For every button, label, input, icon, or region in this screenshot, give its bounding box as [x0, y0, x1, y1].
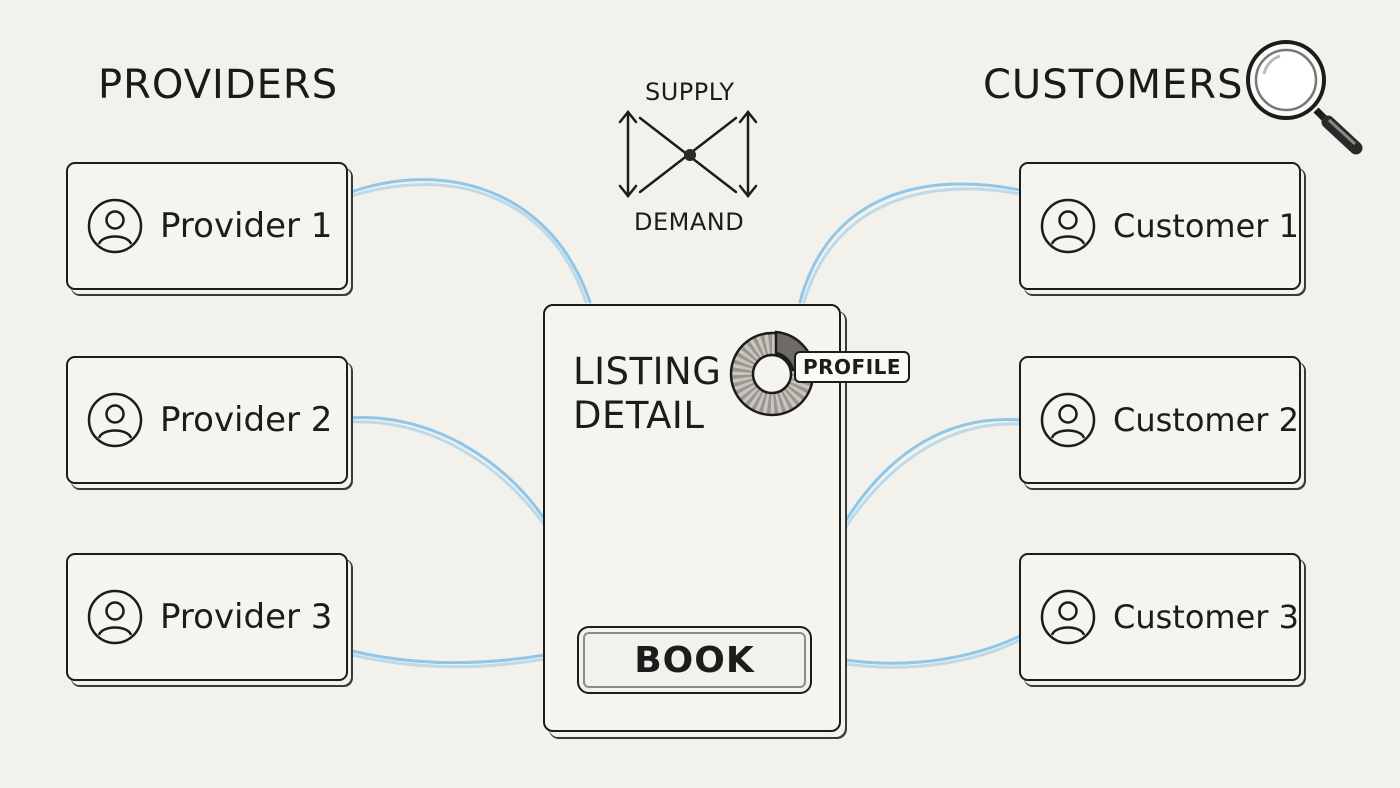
user-circle-icon: [1040, 392, 1096, 448]
connector-provider-1: [346, 178, 592, 304]
user-circle-icon: [87, 589, 143, 645]
providers-heading: PROVIDERS: [98, 62, 339, 108]
connector-customer-3: [843, 634, 1022, 665]
customer-card-3[interactable]: Customer 3: [1019, 553, 1301, 681]
customer-label: Customer 2: [1113, 401, 1299, 439]
connector-provider-3: [346, 652, 547, 669]
listing-title: LISTING DETAIL: [573, 350, 743, 438]
connector-provider-2: [346, 420, 547, 528]
user-circle-icon: [87, 392, 143, 448]
magnifier-icon: [1246, 40, 1363, 155]
customer-label: Customer 3: [1113, 598, 1299, 636]
listing-detail-panel: LISTING DETAIL PROFILE BOOK: [543, 304, 911, 732]
provider-card-2[interactable]: Provider 2: [66, 356, 348, 484]
user-circle-icon: [1040, 589, 1096, 645]
listing-title-line2: DETAIL: [573, 394, 705, 437]
profile-tag[interactable]: PROFILE: [794, 351, 911, 383]
provider-label: Provider 2: [160, 400, 333, 440]
supply-demand-icon: [618, 109, 758, 199]
connector-customer-1: [798, 182, 1022, 304]
user-circle-icon: [87, 198, 143, 254]
connector-provider-2: [346, 415, 547, 522]
connector-customer-2: [843, 422, 1022, 530]
connector-provider-1: [346, 183, 588, 304]
provider-label: Provider 3: [160, 597, 333, 637]
listing-title-line1: LISTING: [573, 350, 722, 393]
connector-customer-1: [802, 187, 1022, 304]
customer-card-2[interactable]: Customer 2: [1019, 356, 1301, 484]
book-button[interactable]: BOOK: [577, 626, 812, 694]
demand-label: DEMAND: [634, 208, 745, 236]
provider-label: Provider 1: [160, 206, 333, 246]
provider-card-1[interactable]: Provider 1: [66, 162, 348, 290]
user-circle-icon: [1040, 198, 1096, 254]
connector-provider-3: [346, 648, 547, 665]
supply-label: SUPPLY: [645, 78, 735, 106]
connector-customer-3: [843, 638, 1022, 669]
provider-card-3[interactable]: Provider 3: [66, 553, 348, 681]
connector-customer-2: [843, 418, 1022, 524]
customer-card-1[interactable]: Customer 1: [1019, 162, 1301, 290]
customers-heading: CUSTOMERS: [983, 62, 1244, 108]
customer-label: Customer 1: [1113, 207, 1299, 245]
